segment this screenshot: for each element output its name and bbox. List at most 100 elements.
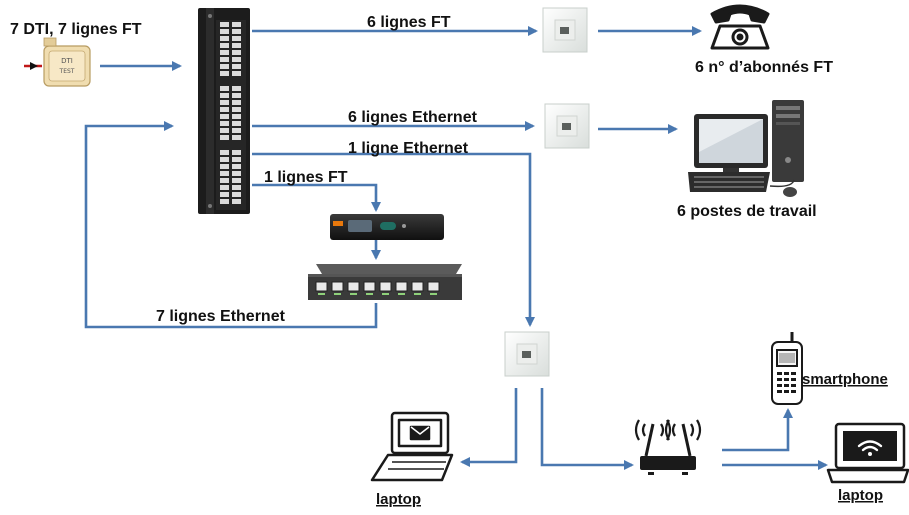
patch-port [220, 64, 229, 69]
patch-port [220, 50, 229, 55]
wifi-router-icon [634, 419, 702, 475]
patch-port [232, 43, 241, 48]
label-lines-eth-7: 7 lignes Ethernet [156, 308, 286, 325]
patch-port [232, 114, 241, 119]
patch-port [220, 157, 229, 162]
patch-port [220, 135, 229, 140]
patch-port [220, 93, 229, 98]
patch-port [220, 57, 229, 62]
patch-panel-icon [198, 8, 250, 214]
patch-port [220, 121, 229, 126]
switch-port [379, 281, 392, 292]
wall-socket-icon [544, 103, 590, 149]
switch-led [414, 293, 421, 295]
patch-port [232, 199, 241, 204]
patch-port [232, 71, 241, 76]
patch-port [232, 29, 241, 34]
switch-port [427, 281, 440, 292]
patch-port [232, 22, 241, 27]
switch-port [363, 281, 376, 292]
switch-led [382, 293, 389, 295]
label-line-eth-1: 1 ligne Ethernet [348, 140, 469, 157]
patch-port [220, 100, 229, 105]
patch-port [220, 171, 229, 176]
patch-port [232, 157, 241, 162]
patch-panel-ports [220, 22, 241, 204]
switch-port [395, 281, 408, 292]
arrow-panel-to-box [252, 183, 381, 212]
patch-port [220, 22, 229, 27]
connection-arrows [84, 26, 828, 470]
patch-port [220, 150, 229, 155]
diagram-labels: 7 DTI, 7 lignes FT 6 lignes FT 6 n° d’ab… [10, 14, 888, 508]
patch-port [220, 185, 229, 190]
patch-port [220, 192, 229, 197]
patch-port [220, 107, 229, 112]
laptop-wifi-icon [826, 422, 909, 484]
label-lines-ft-6: 6 lignes FT [367, 14, 451, 31]
patch-port [232, 36, 241, 41]
patch-port [232, 135, 241, 140]
arrow-switch-to-panel [84, 121, 378, 329]
switch-led [350, 293, 357, 295]
switch-port [347, 281, 360, 292]
patch-port [220, 164, 229, 169]
router-box-icon [330, 214, 444, 240]
dti-plate-subtext: TEST [59, 68, 75, 75]
label-workstations: 6 postes de travail [677, 203, 817, 220]
patch-port [220, 71, 229, 76]
arrow-router-to-smartphone [722, 408, 793, 452]
patch-port [232, 171, 241, 176]
patch-port [232, 107, 241, 112]
wall-socket-icon [504, 331, 550, 377]
label-lines-eth-6: 6 lignes Ethernet [348, 109, 478, 126]
patch-port [232, 164, 241, 169]
patch-port [232, 86, 241, 91]
arrow-socket-to-wifi-router [540, 388, 634, 470]
patch-port [220, 86, 229, 91]
arrow-socket-to-laptop-left [460, 388, 518, 467]
patch-port [232, 57, 241, 62]
switch-port [331, 281, 344, 292]
label-laptop-right: laptop [838, 487, 883, 504]
label-line-ft-1: 1 lignes FT [264, 169, 348, 186]
patch-port [232, 150, 241, 155]
patch-port [232, 50, 241, 55]
dti-plug-icon: DTI TEST [24, 37, 91, 87]
patch-port [220, 128, 229, 133]
patch-port [232, 185, 241, 190]
label-subscribers: 6 n° d’abonnés FT [695, 59, 833, 76]
switch-led [366, 293, 373, 295]
arrow-panel-to-wifi-socket [252, 152, 535, 327]
dti-plate-text: DTI [61, 57, 73, 65]
switch-led [398, 293, 405, 295]
patch-port [220, 114, 229, 119]
switch-led [334, 293, 341, 295]
switch-led [430, 293, 437, 295]
network-switch-icon [308, 264, 462, 300]
patch-port [220, 29, 229, 34]
wall-socket-icon [542, 7, 588, 53]
patch-port [220, 199, 229, 204]
label-smartphone: smartphone [802, 371, 888, 388]
switch-port [411, 281, 424, 292]
laptop-email-icon [370, 411, 454, 482]
patch-port [220, 36, 229, 41]
switch-ports [315, 281, 440, 295]
patch-port [220, 178, 229, 183]
patch-port [232, 64, 241, 69]
patch-port [232, 192, 241, 197]
patch-port [232, 128, 241, 133]
label-dti: 7 DTI, 7 lignes FT [10, 21, 142, 38]
mobile-phone-icon [771, 332, 803, 405]
label-laptop-left: laptop [376, 491, 421, 508]
patch-port [232, 178, 241, 183]
patch-port [232, 100, 241, 105]
switch-led [318, 293, 325, 295]
patch-port [232, 121, 241, 126]
patch-port [232, 93, 241, 98]
telephone-icon [710, 4, 770, 50]
patch-port [220, 43, 229, 48]
switch-port [315, 281, 328, 292]
